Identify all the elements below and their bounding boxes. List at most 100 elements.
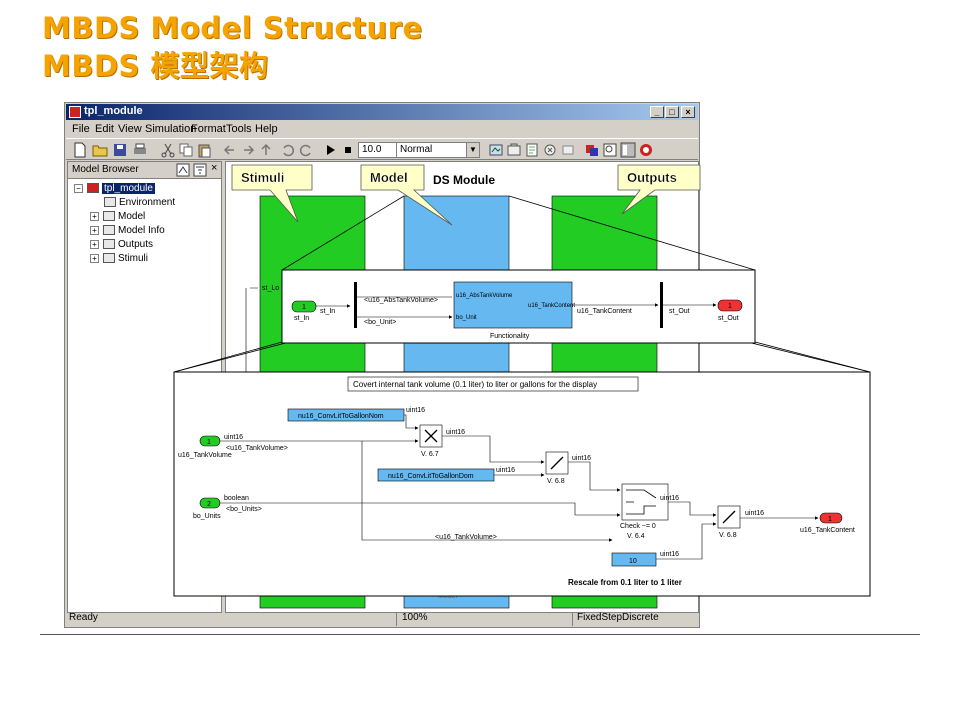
expand-icon[interactable]: + <box>90 253 99 263</box>
tree-item-model[interactable]: + Model <box>90 211 145 222</box>
tree-item-label: Stimuli <box>118 253 149 264</box>
bus-selector[interactable] <box>354 282 357 328</box>
block-port-label: u16_TankContent <box>528 303 575 309</box>
inport-name: u16_TankVolume <box>178 452 232 459</box>
functionality-block[interactable] <box>453 281 573 329</box>
app-icon <box>69 106 81 118</box>
open-folder-icon[interactable] <box>92 142 108 158</box>
callout-model-label: Model <box>370 170 408 185</box>
tree-item-label: Model Info <box>118 225 165 236</box>
stateflow-icon[interactable] <box>560 142 576 158</box>
inport-number: 1 <box>302 304 306 311</box>
debug-icon[interactable] <box>542 142 558 158</box>
up-icon[interactable] <box>258 142 274 158</box>
show-hide-icon[interactable] <box>176 163 190 177</box>
signal-label: st_Out <box>669 308 690 315</box>
outport-st-out[interactable] <box>717 299 743 312</box>
constant-label: nu16_ConvLitToGallonNom <box>298 413 384 420</box>
copy-icon[interactable] <box>178 142 194 158</box>
menu-view[interactable]: View <box>118 123 142 135</box>
signal-type: uint16 <box>496 467 515 474</box>
constant-label: 10 <box>629 558 637 565</box>
block-version: V. 6.8 <box>719 532 737 539</box>
chevron-down-icon: ▼ <box>466 143 479 157</box>
divide-icon <box>550 456 564 470</box>
block-name: Functionality <box>490 333 530 340</box>
constant-ten[interactable] <box>611 552 657 567</box>
outport-number: 1 <box>728 303 732 310</box>
block-version: V. 6.8 <box>547 478 565 485</box>
save-icon[interactable] <box>112 142 128 158</box>
block-port-label: u16_AbsTankVolume <box>456 293 513 299</box>
menu-edit[interactable]: Edit <box>95 123 114 135</box>
maximize-button[interactable]: □ <box>665 106 679 118</box>
window-title: tpl_module <box>84 105 143 117</box>
signal-type: uint16 <box>446 429 465 436</box>
minimize-button[interactable]: _ <box>650 106 664 118</box>
inport-name: st_In <box>294 315 309 322</box>
tree-item-stimuli[interactable]: + Stimuli <box>90 253 148 264</box>
block-port-label: bo_Unit <box>456 315 477 321</box>
slide-title-english: MBDS Model Structure <box>42 11 423 45</box>
block-version: V. 6.7 <box>421 451 439 458</box>
new-file-icon[interactable] <box>72 142 88 158</box>
subsystem-icon <box>103 211 115 222</box>
status-divider <box>396 612 397 626</box>
stop-icon[interactable] <box>340 142 356 158</box>
filter-icon[interactable] <box>193 163 207 177</box>
menu-tools[interactable]: Tools <box>226 123 252 135</box>
inport-number: 2 <box>207 501 211 508</box>
expand-icon[interactable]: + <box>90 239 99 249</box>
inport-st-in[interactable] <box>291 300 317 313</box>
divide-icon <box>722 510 736 524</box>
play-icon[interactable] <box>322 142 338 158</box>
bus-signal-label: <u16_TankVolume> <box>435 534 497 541</box>
status-divider <box>572 612 573 626</box>
cut-icon[interactable] <box>160 142 176 158</box>
inport-name: bo_Units <box>193 513 221 520</box>
annotation-footer: Rescale from 0.1 liter to 1 liter <box>568 578 682 587</box>
menu-file[interactable]: File <box>72 123 90 135</box>
window-titlebar[interactable]: tpl_module _ □ × <box>66 104 698 120</box>
tree-item-label: Model <box>118 211 146 222</box>
inport-number: 1 <box>207 439 211 446</box>
expand-icon[interactable]: + <box>90 211 99 221</box>
canvas-signal-line <box>245 287 258 380</box>
inspect-icon[interactable] <box>602 142 618 158</box>
browser-close-icon[interactable]: × <box>211 162 218 174</box>
tree-item-environment[interactable]: Environment <box>104 197 175 208</box>
signal-type: uint16 <box>572 455 591 462</box>
tree-item-root[interactable]: −tpl_module <box>74 183 155 194</box>
print-icon[interactable] <box>132 142 148 158</box>
bus-signal-label: <bo_Units> <box>226 506 262 513</box>
forward-icon[interactable] <box>240 142 256 158</box>
status-bar: Ready 100% FixedStepDiscrete <box>66 611 698 626</box>
menu-format[interactable]: Format <box>191 123 226 135</box>
functionality-detail-panel: Covert internal tank volume (0.1 liter) … <box>173 371 871 597</box>
library-icon[interactable] <box>506 142 522 158</box>
outport-tank-content[interactable] <box>819 512 843 524</box>
signal-type: uint16 <box>660 551 679 558</box>
tree-item-model-info[interactable]: + Model Info <box>90 225 165 236</box>
undo-icon[interactable] <box>280 142 296 158</box>
outport-name: st_Out <box>718 315 739 322</box>
simulation-mode-select[interactable]: Normal▼ <box>396 142 480 158</box>
model-explorer-icon[interactable] <box>524 142 540 158</box>
tree-item-outputs[interactable]: +Outputs <box>90 239 153 250</box>
menu-help[interactable]: Help <box>255 123 278 135</box>
close-button[interactable]: × <box>681 106 695 118</box>
run-icon[interactable] <box>584 142 600 158</box>
subsystem-icon <box>103 253 115 264</box>
collapse-icon[interactable]: − <box>74 183 83 193</box>
back-icon[interactable] <box>222 142 238 158</box>
menu-simulation[interactable]: Simulation <box>145 123 197 135</box>
paste-icon[interactable] <box>196 142 212 158</box>
model-browser-header: Model Browser × <box>68 162 221 179</box>
expand-icon[interactable]: + <box>90 225 99 235</box>
bus-creator[interactable] <box>660 282 663 328</box>
menu-bar: File Edit View Simulation Format Tools H… <box>66 121 698 138</box>
help-icon[interactable] <box>638 142 654 158</box>
build-icon[interactable] <box>488 142 504 158</box>
browser-toggle-icon[interactable] <box>620 142 636 158</box>
redo-icon[interactable] <box>298 142 314 158</box>
